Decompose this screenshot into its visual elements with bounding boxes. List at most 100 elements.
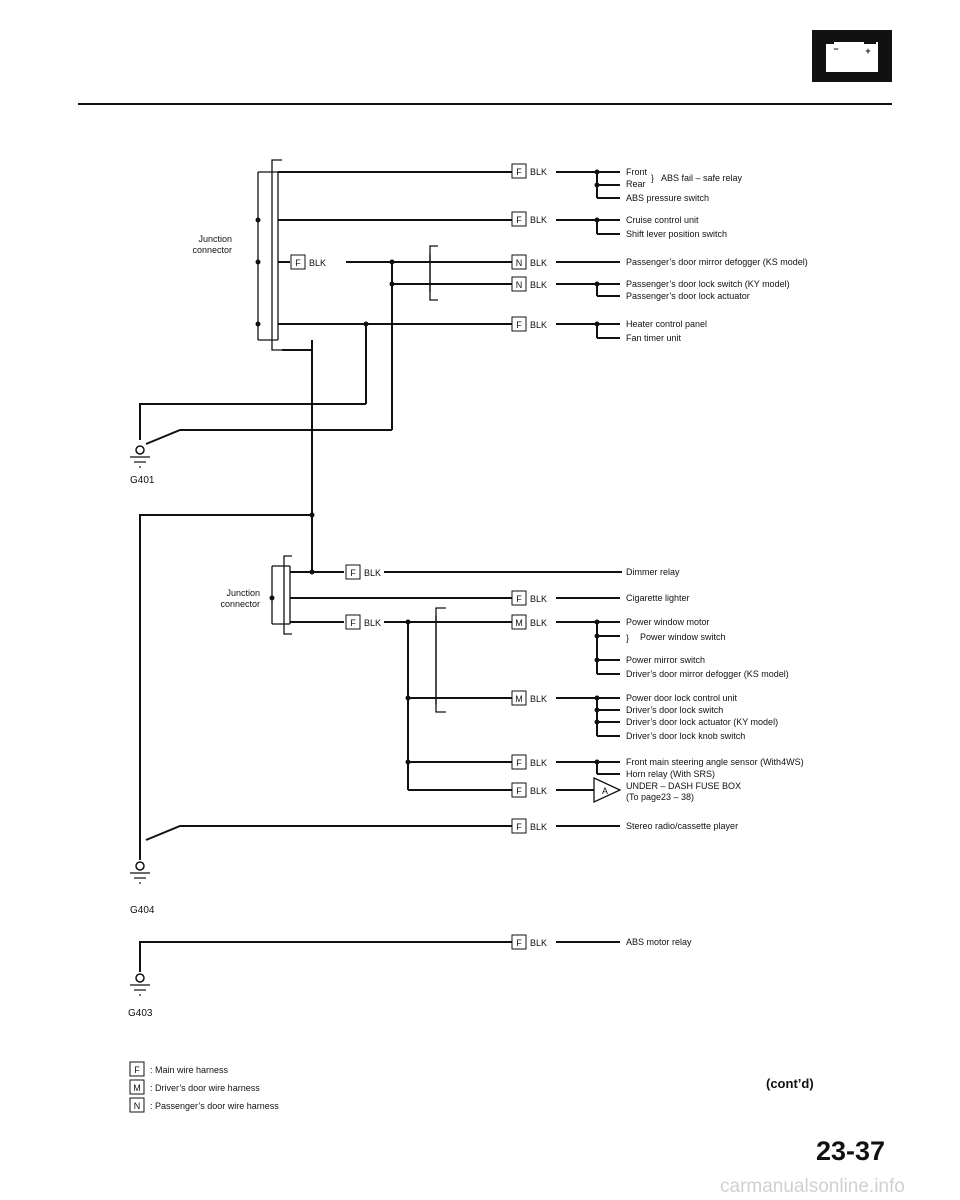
load-heater-control-panel: Heater control panel [626,319,707,329]
load-rear: Rear [626,179,646,189]
svg-text:F: F [516,320,522,330]
svg-text:F: F [350,568,356,578]
page-number: 23-37 [816,1136,885,1166]
legend-passenger-harness: : Passenger’s door wire harness [150,1101,279,1111]
load-power-window-switch: Power window switch [640,632,726,642]
door-connector-top [429,245,438,301]
harness-box-bot-8: F [511,818,527,834]
legend-box-main: F [129,1061,145,1077]
harness-box-top-2: F [511,211,527,227]
load-cruise-control-unit: Cruise control unit [626,215,699,225]
load-shift-lever-switch: Shift lever position switch [626,229,727,239]
wire-g401-a [139,403,366,440]
svg-text:M: M [515,694,523,704]
junction-label-top-2: connector [192,245,232,255]
svg-text:F: F [516,938,522,948]
load-fuse-box-page-ref: (To page23 – 38) [626,792,694,802]
wire-color-top-6: BLK [530,320,547,330]
wire-color-top-5: BLK [530,280,547,290]
harness-box-bot-1: F [345,564,361,580]
load-wires-bottom [556,597,620,943]
harness-box-bot-2: F [511,590,527,606]
harness-box-bot-6: F [511,754,527,770]
harness-box-top-1: F [511,163,527,179]
harness-box-top-5: N [511,276,527,292]
svg-text:N: N [134,1101,141,1111]
svg-text:F: F [134,1065,140,1075]
harness-box-top-4: N [511,254,527,270]
harness-box-top-6: F [511,316,527,332]
battery-minus: − [833,44,838,54]
load-front: Front [626,167,648,177]
wire-color-top-2: BLK [530,215,547,225]
wire-color-bot-1: BLK [364,568,381,578]
harness-box-top-3: F [290,254,306,270]
junction-label-bottom-2: connector [220,599,260,609]
ground-label-g401: G401 [130,475,155,486]
battery-plus: + [865,46,870,56]
brace-abs: } [651,173,654,183]
harness-box-bot-4: M [511,614,527,630]
ground-symbol-g404 [130,861,150,884]
legend-main-harness: : Main wire harness [150,1065,229,1075]
load-passenger-door-lock-actuator: Passenger’s door lock actuator [626,291,750,301]
load-power-window-motor: Power window motor [626,617,710,627]
load-abs-fail-safe-relay: ABS fail – safe relay [661,173,743,183]
wire-g401-b [145,429,392,445]
harness-box-bot-5: M [511,690,527,706]
load-horn-relay: Horn relay (With SRS) [626,769,715,779]
wire-color-bot-3: BLK [364,618,381,628]
legend-box-driver: M [129,1079,145,1095]
trunk-to-g404 [139,514,312,860]
ground-symbol-g401 [130,445,150,468]
junction-label-top-1: Junction [198,234,232,244]
junction-dots-top [255,217,261,327]
load-steering-angle-sensor: Front main steering angle sensor (With4W… [626,757,804,767]
connector-a-triangle: A [593,776,622,804]
wire-color-bot-8: BLK [530,822,547,832]
ground-label-g404: G404 [130,905,155,916]
load-cigarette-lighter: Cigarette lighter [626,593,690,603]
ground-symbol-g403 [130,973,150,996]
svg-text:F: F [516,786,522,796]
wire-color-bot-4: BLK [530,618,547,628]
wire-color-bot-2: BLK [530,594,547,604]
harness-box-bot-3: F [345,614,361,630]
svg-text:F: F [516,215,522,225]
load-driver-door-lock-actuator: Driver’s door lock actuator (KY model) [626,717,778,727]
wire-color-bot-9: BLK [530,938,547,948]
junction-connector-bottom [271,555,292,635]
wire-color-bot-5: BLK [530,694,547,704]
harness-box-bot-7: F [511,782,527,798]
legend: F : Main wire harness M : Driver’s door … [129,1061,279,1113]
svg-text:F: F [350,618,356,628]
load-power-mirror-switch: Power mirror switch [626,655,705,665]
load-passenger-door-lock-switch: Passenger’s door lock switch (KY model) [626,279,790,289]
continued-label: (cont’d) [766,1076,814,1091]
load-driver-door-lock-switch: Driver’s door lock switch [626,705,723,715]
harness-box-bot-9: F [511,934,527,950]
load-power-door-lock-control: Power door lock control unit [626,693,738,703]
wire-bot-7 [145,825,512,841]
legend-driver-harness: : Driver’s door wire harness [150,1083,260,1093]
brace-power-window: } [626,633,629,643]
load-dimmer-relay: Dimmer relay [626,567,680,577]
wire-color-top-1: BLK [530,167,547,177]
load-passenger-mirror-defogger: Passenger’s door mirror defogger (KS mod… [626,257,808,267]
svg-text:F: F [295,258,301,268]
load-driver-mirror-defogger: Driver’s door mirror defogger (KS model) [626,669,789,679]
watermark: carmanualsonline.info [720,1176,905,1197]
svg-text:N: N [516,280,523,290]
legend-box-passenger: N [129,1097,145,1113]
wire-color-bot-6: BLK [530,758,547,768]
battery-icon: − + [812,30,892,82]
wire-color-top-4: BLK [530,258,547,268]
wire-color-bot-7: BLK [530,786,547,796]
load-abs-motor-relay: ABS motor relay [626,937,692,947]
svg-text:F: F [516,167,522,177]
svg-text:F: F [516,758,522,768]
svg-text:M: M [133,1083,141,1093]
ground-label-g403: G403 [128,1008,153,1019]
load-abs-pressure-switch: ABS pressure switch [626,193,709,203]
load-driver-door-lock-knob: Driver’s door lock knob switch [626,731,745,741]
